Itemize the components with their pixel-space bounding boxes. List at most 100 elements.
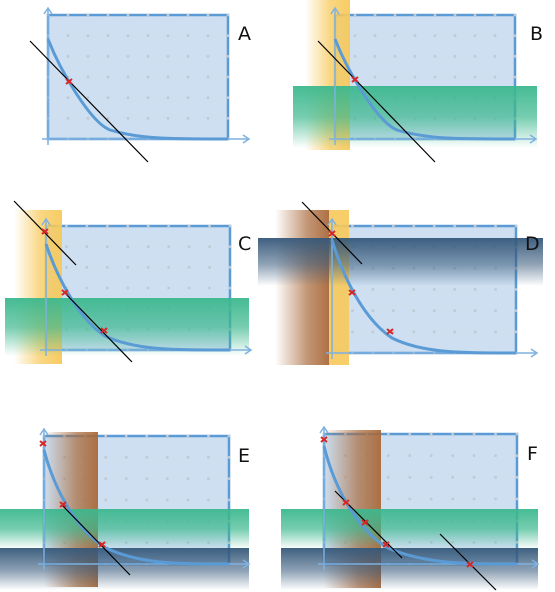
grid-dot [353,13,357,17]
grid-dot [353,34,357,38]
grid-dot [126,116,130,120]
grid-dot [453,288,457,291]
point [59,501,67,508]
grid-dot [228,286,232,290]
curve [46,38,229,141]
grid-dot [451,454,455,458]
grid-dot [66,34,70,38]
grid-dot [373,13,377,17]
grid-dot [165,477,169,481]
grid-dot [105,224,109,228]
point [328,230,336,237]
grid-dot [126,265,130,269]
x-axis-arrowhead [242,559,251,569]
grid-dot [371,309,375,313]
grid-dot [473,34,477,38]
point [466,561,474,568]
point [39,440,47,447]
grid-dot [166,13,170,17]
point [361,519,369,526]
grid-dot [413,34,417,38]
x-axis-arrowhead [529,134,538,144]
grid-dot [126,224,130,228]
point [348,289,356,296]
grid-dot [393,54,397,58]
grid-dot [208,224,211,228]
grid-dot [126,96,130,100]
cut-line [61,289,133,363]
grid-dot [186,477,190,481]
panel-c: C [5,200,253,364]
grid-dot [453,330,457,334]
grid-dot [351,224,354,228]
grid-dot [433,75,437,79]
grid-dot [371,288,375,291]
point [342,499,350,506]
grid-dot [187,265,191,269]
panel-label: F [527,443,538,465]
grid-dot [429,497,433,501]
grid-dot [208,286,211,290]
y-axis-arrowhead [327,217,337,226]
grid-dot [126,75,130,79]
panel-label: C [238,233,251,255]
cut-line [29,40,149,163]
grid-dot [166,96,170,100]
grid-dot [515,432,519,436]
grid-dot [371,224,375,228]
grid-dot [166,34,170,38]
grid-dot [124,455,128,459]
grid-dot [206,116,210,120]
grid-dot [104,477,108,481]
grid-dot [494,330,497,334]
grid-dot [165,455,169,459]
point [61,289,69,296]
point [386,328,394,335]
grid-dot [453,75,457,79]
grid-dot [453,309,457,313]
grid-dot [207,455,210,459]
grid-dot [206,75,210,79]
grid-dot [208,265,211,269]
y-axis-arrowhead [319,425,329,434]
grid-dot [412,288,416,291]
grid-dot [226,54,230,58]
grid-dot [494,288,497,291]
grid-dot [373,34,377,38]
panel-label: B [530,23,543,45]
grid-dot [66,96,70,100]
panel-f: F [281,425,540,591]
grid-dot [513,54,517,58]
grid-dot [494,432,497,436]
grid-dot [432,288,436,291]
grid-dot [393,13,397,17]
grid-dot [473,75,477,79]
grid-dot [85,245,89,249]
grid-dot [493,13,497,17]
grid-dot [494,224,497,228]
grid-dot [408,454,412,458]
cut-line [317,40,436,163]
grid-dot [166,116,170,120]
point [351,76,359,83]
grid-dot [166,75,170,79]
grid-dot [186,54,190,58]
grid-dot [146,116,150,120]
grid-dot [514,288,518,291]
grid-dot [227,455,231,459]
grid-dot [228,245,232,249]
point [382,541,390,548]
grid-dot [206,13,210,17]
y-axis-arrowhead [41,217,51,226]
grid-dot [451,475,455,479]
grid-dot [226,96,230,100]
grid-dot [412,309,416,313]
cut-line [13,200,77,266]
grid-dot [514,224,518,228]
grid-dot [85,224,89,228]
grid-dot [515,454,519,458]
grid-dot [85,286,89,290]
grid-dot [124,477,128,481]
grid-dot [104,455,108,459]
